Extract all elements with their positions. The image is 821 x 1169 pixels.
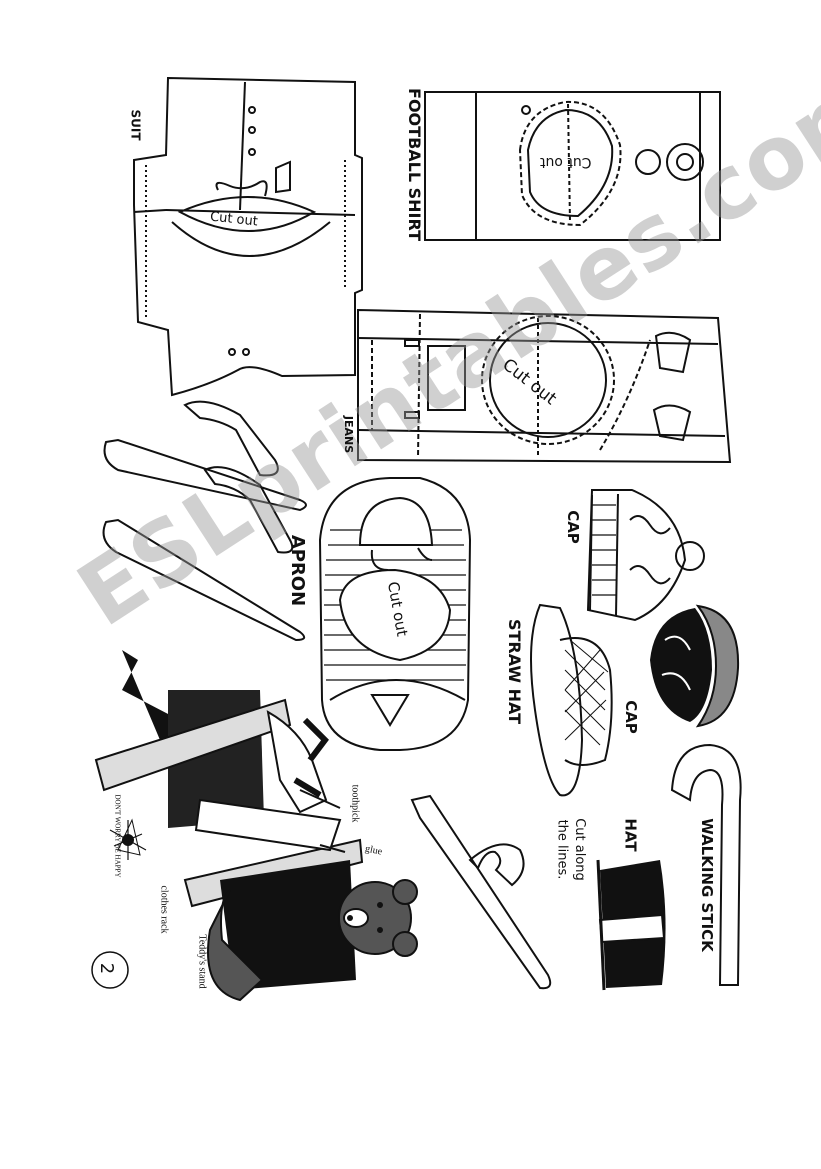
teddy-rack-illustration: [91, 650, 418, 1002]
label-cap-bottom: CAP: [621, 700, 640, 734]
label-toothpick: toothpick: [349, 784, 361, 823]
top-hat-drawing: [596, 859, 666, 991]
label-teddys-stand: Teddy's stand: [196, 934, 208, 989]
knit-cap-drawing: [586, 489, 705, 622]
label-straw-hat: STRAW HAT: [505, 618, 525, 725]
football-shirt-drawing: [424, 91, 721, 241]
label-cut-along-1: Cut along: [571, 818, 587, 881]
apron-drawing: [318, 477, 472, 751]
walking-stick-drawing: [670, 743, 742, 986]
dont-worry-badge: DON'T WORRY BE HAPPY: [113, 794, 122, 878]
label-cap-top: CAP: [563, 510, 582, 544]
label-jeans: JEANS: [342, 415, 356, 454]
cutout-football-shirt: Cut out: [540, 154, 592, 170]
hanger-drawings: [102, 400, 552, 990]
label-football-shirt: FOOTBALL SHIRT: [404, 88, 424, 241]
jeans-drawing: [357, 308, 732, 464]
dark-cap-drawing: [650, 604, 740, 728]
label-clothes-rack: clothes rack: [158, 885, 170, 934]
label-hat: HAT: [621, 818, 640, 852]
label-suit: SUIT: [128, 109, 143, 141]
suit-drawing: [133, 76, 363, 397]
straw-hat-drawing: [530, 603, 613, 797]
label-walking-stick: WALKING STICK: [697, 818, 716, 952]
label-apron: APRON: [287, 534, 309, 607]
page-number: 2: [96, 962, 118, 975]
label-cut-along-2: the lines.: [554, 819, 570, 880]
